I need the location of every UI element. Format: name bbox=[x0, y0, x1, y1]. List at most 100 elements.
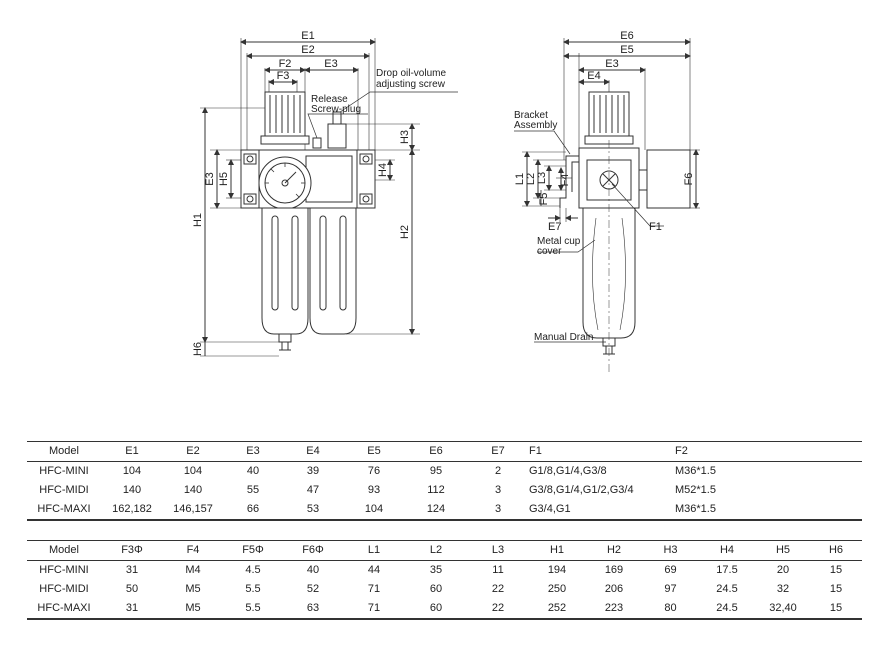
table2-header-row: Model F3Φ F4 F5Φ F6Φ L1 L2 L3 H1 H2 H3 H… bbox=[27, 540, 862, 561]
dim-f1: F1 bbox=[649, 221, 662, 233]
table1-header-e2: E2 bbox=[163, 441, 223, 462]
table-cell: 104 bbox=[343, 500, 405, 521]
table-cell: 97 bbox=[664, 583, 677, 595]
dim-e3-side: E3 bbox=[605, 58, 618, 70]
table-cell: 50 bbox=[125, 583, 139, 595]
table-cell: 55 bbox=[246, 484, 260, 496]
table2-header-l3: L3 bbox=[467, 540, 529, 561]
dim-h2: H2 bbox=[399, 225, 411, 239]
table1-header-e1: E1 bbox=[101, 441, 163, 462]
table-cell: 44 bbox=[367, 564, 381, 576]
table-cell: 3 bbox=[467, 500, 529, 521]
callout-metal-cup-line1: Metal cup bbox=[537, 236, 581, 247]
table-cell: 4.5 bbox=[245, 564, 261, 576]
table-cell: 15 bbox=[829, 583, 843, 595]
table-cell: 194 bbox=[547, 564, 567, 576]
table-cell: 71 bbox=[367, 583, 381, 595]
table-cell: 40 bbox=[306, 564, 320, 576]
table-cell: M5 bbox=[163, 599, 223, 620]
callout-release-line2: Screw-plug bbox=[311, 104, 361, 115]
table-cell: 52 bbox=[306, 583, 320, 595]
table-cell: HFC-MINI bbox=[39, 465, 89, 477]
dim-l2: L2 bbox=[525, 173, 537, 185]
table-cell: 112 bbox=[427, 484, 445, 496]
table2-header-model: Model bbox=[27, 540, 101, 561]
table2-header-h1: H1 bbox=[529, 540, 585, 561]
table-cell: 250 bbox=[547, 583, 567, 595]
table-cell: 252 bbox=[529, 599, 585, 620]
table1-header-e7: E7 bbox=[467, 441, 529, 462]
table-cell: M5 bbox=[185, 583, 201, 595]
table-row: HFC-MINI 104 104 40 39 76 95 2 G1/8,G1/4… bbox=[27, 462, 862, 482]
table-cell: 47 bbox=[306, 484, 320, 496]
table-cell: 15 bbox=[810, 599, 862, 620]
dim-h1: H1 bbox=[192, 213, 204, 227]
table1-header-row: Model E1 E2 E3 E4 E5 E6 E7 F1 F2 bbox=[27, 441, 862, 462]
table-cell: 124 bbox=[405, 500, 467, 521]
callout-drop-oil-line1: Drop oil-volume bbox=[376, 68, 446, 79]
side-view bbox=[514, 38, 700, 372]
callout-release-line1: Release bbox=[311, 94, 348, 105]
table-cell: 104 bbox=[183, 465, 203, 477]
table-cell: 162,182 bbox=[101, 500, 163, 521]
dim-e2: E2 bbox=[301, 44, 314, 56]
table2-header-h4: H4 bbox=[698, 540, 756, 561]
table-cell: G3/8,G1/4,G1/2,G3/4 bbox=[529, 484, 634, 496]
table-cell: 22 bbox=[467, 599, 529, 620]
dim-e3: E3 bbox=[324, 58, 337, 70]
dim-f3: F3 bbox=[277, 70, 290, 82]
table-row: HFC-MIDI 140 140 55 47 93 112 3 G3/8,G1/… bbox=[27, 481, 862, 500]
table-cell: 60 bbox=[429, 583, 443, 595]
table-cell: 31 bbox=[125, 564, 139, 576]
table-cell: 169 bbox=[604, 564, 624, 576]
table-row: HFC-MIDI 50 M5 5.5 52 71 60 22 250 206 9… bbox=[27, 580, 862, 599]
table-cell: 2 bbox=[494, 465, 502, 477]
table1-header-e3: E3 bbox=[223, 441, 283, 462]
callout-manual-drain: Manual Drain bbox=[534, 332, 593, 343]
dim-h4: H4 bbox=[377, 163, 389, 177]
table-cell: 146,157 bbox=[163, 500, 223, 521]
table-cell: 32 bbox=[776, 583, 790, 595]
table1-header-e4: E4 bbox=[283, 441, 343, 462]
table-cell: HFC-MAXI bbox=[27, 599, 101, 620]
front-view-labels: E1 E2 F2 E3 F3 H1 H6 E3 H5 H3 H4 H2 Drop… bbox=[192, 30, 446, 356]
table-cell: 53 bbox=[283, 500, 343, 521]
dim-h6: H6 bbox=[192, 342, 204, 356]
dim-f5: F5 bbox=[538, 193, 550, 206]
table2-header-f6: F6Φ bbox=[283, 540, 343, 561]
dim-e6: E6 bbox=[620, 30, 633, 42]
table-cell: 32,40 bbox=[756, 599, 810, 620]
table-cell: HFC-MIDI bbox=[39, 484, 89, 496]
table-cell: 22 bbox=[491, 583, 505, 595]
table-cell: 31 bbox=[101, 599, 163, 620]
table1-header-e5: E5 bbox=[343, 441, 405, 462]
table-cell: 104 bbox=[122, 465, 142, 477]
dim-e5: E5 bbox=[620, 44, 633, 56]
table2-header-f4: F4 bbox=[163, 540, 223, 561]
table-cell: 24.5 bbox=[716, 583, 738, 595]
table-row: HFC-MINI 31 M4 4.5 40 44 35 11 194 169 6… bbox=[27, 561, 862, 581]
table-cell: 5.5 bbox=[223, 599, 283, 620]
table2-header-f3: F3Φ bbox=[101, 540, 163, 561]
table-cell: 15 bbox=[829, 564, 843, 576]
table1-header-e6: E6 bbox=[405, 441, 467, 462]
table-cell: G1/8,G1/4,G3/8 bbox=[529, 465, 607, 477]
table2-header-h2: H2 bbox=[585, 540, 643, 561]
dim-h3: H3 bbox=[399, 130, 411, 144]
table-cell: 24.5 bbox=[698, 599, 756, 620]
table1-header-model: Model bbox=[27, 441, 101, 462]
table-cell: M4 bbox=[185, 564, 201, 576]
table-row: HFC-MAXI 162,182 146,157 66 53 104 124 3… bbox=[27, 500, 862, 521]
table2-header-h6: H6 bbox=[810, 540, 862, 561]
table-row: HFC-MAXI 31 M5 5.5 63 71 60 22 252 223 8… bbox=[27, 599, 862, 620]
table-cell: HFC-MINI bbox=[39, 564, 89, 576]
dim-e3-vertical: E3 bbox=[204, 172, 216, 185]
table-cell: 71 bbox=[343, 599, 405, 620]
table-cell: 63 bbox=[283, 599, 343, 620]
table-cell: 69 bbox=[664, 564, 677, 576]
table2-header-f5: F5Φ bbox=[223, 540, 283, 561]
dim-e7: E7 bbox=[548, 221, 561, 233]
technical-drawing: E1 E2 F2 E3 F3 H1 H6 E3 H5 H3 H4 H2 Drop… bbox=[192, 30, 700, 372]
table-cell: G3/4,G1 bbox=[529, 500, 675, 521]
dim-f4: F4 bbox=[559, 174, 571, 187]
